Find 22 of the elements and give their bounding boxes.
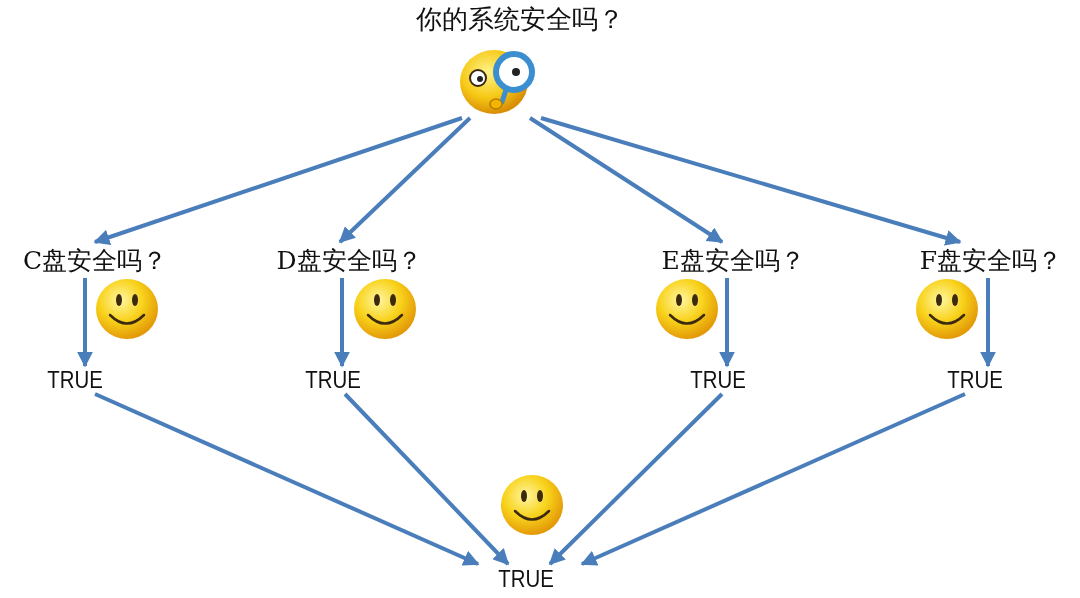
arrow <box>93 116 463 245</box>
arrow <box>980 278 996 368</box>
arrow <box>719 278 735 368</box>
result-text: TRUE <box>305 366 361 394</box>
question-text: C盘安全吗？ <box>22 244 168 277</box>
question-text: E盘安全吗？ <box>661 244 805 277</box>
result-text: TRUE <box>47 366 103 394</box>
arrow <box>77 278 93 368</box>
result-text: TRUE <box>498 565 554 593</box>
arrow <box>334 278 350 368</box>
result-text: TRUE <box>690 366 746 394</box>
title: 你的系统安全吗？ <box>415 3 625 36</box>
question-text: D盘安全吗？ <box>276 244 422 277</box>
arrow <box>338 116 472 244</box>
arrow <box>343 392 510 566</box>
arrow <box>548 392 724 566</box>
arrow <box>540 116 962 246</box>
arrow <box>580 392 966 566</box>
arrow <box>94 392 480 566</box>
question-text: F盘安全吗？ <box>919 244 1063 277</box>
result-text: TRUE <box>947 366 1003 394</box>
arrow <box>528 116 724 244</box>
